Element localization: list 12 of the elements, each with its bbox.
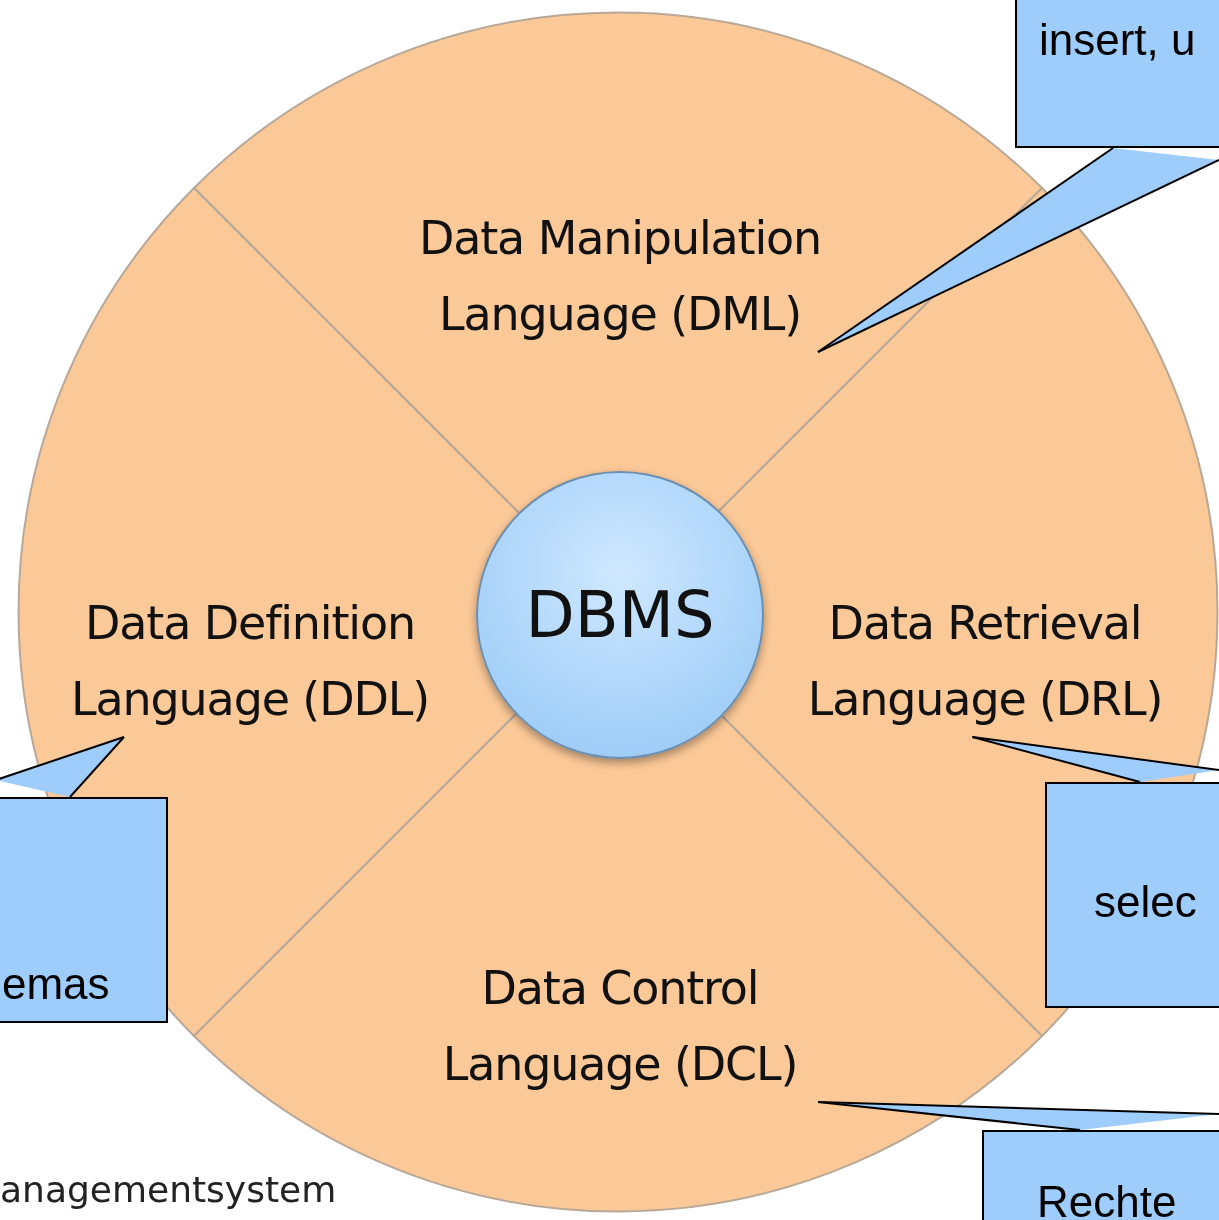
callout-text: Rechte xyxy=(1037,1178,1177,1220)
segment-label: Data Control Language (DCL) xyxy=(400,950,840,1102)
callout-box xyxy=(1015,0,1219,148)
segment-label: Data Manipulation Language (DML) xyxy=(400,200,840,352)
callout-text: emas xyxy=(2,960,110,1008)
callout-text: selec xyxy=(1094,878,1197,926)
center-label: DBMS xyxy=(525,577,715,654)
caption-text: anagementsystem xyxy=(0,1168,337,1212)
segment-label: Data Definition Language (DDL) xyxy=(40,585,460,737)
callout-box xyxy=(982,1130,1219,1220)
callout-text: insert, u xyxy=(1039,16,1196,64)
segment-label: Data Retrieval Language (DRL) xyxy=(775,585,1195,737)
